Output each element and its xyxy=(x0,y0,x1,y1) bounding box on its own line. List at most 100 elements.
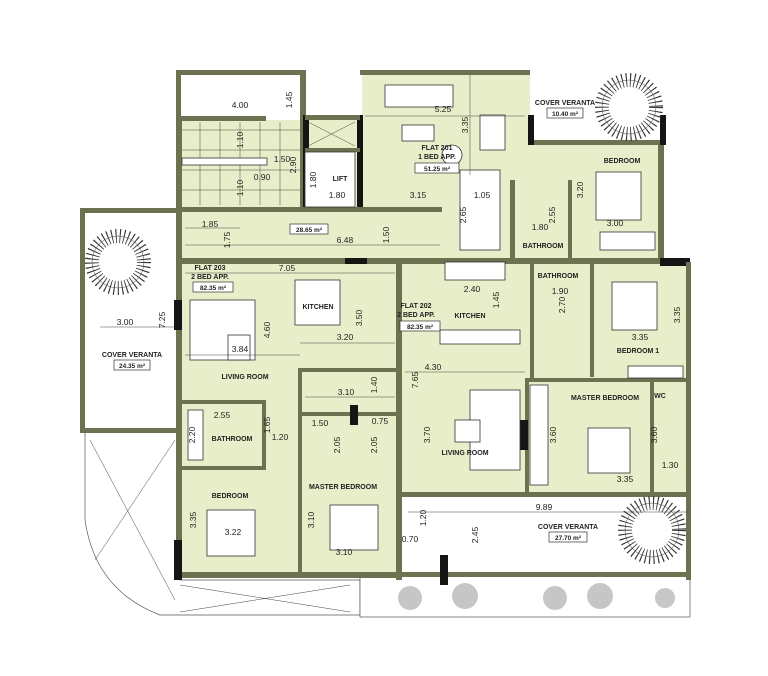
left-veranda-area: 24.35 m² xyxy=(119,363,146,370)
left-veranda-label: COVER VERANTA xyxy=(102,352,162,359)
lift-car xyxy=(304,151,356,208)
dimension-label: 1.50 xyxy=(381,226,391,243)
dimension-label: 3.00 xyxy=(607,218,624,228)
dimension-label: 2.40 xyxy=(464,284,481,294)
dimension-label: 2.55 xyxy=(547,206,557,223)
flat-201-area: 51.25 m² xyxy=(424,166,451,173)
dimension-label: 3.00 xyxy=(117,317,134,327)
dimension-label: 1.80 xyxy=(308,171,318,188)
stair-landing xyxy=(176,72,300,120)
flat-202-name: FLAT 202 xyxy=(401,303,432,310)
coffee-table xyxy=(227,334,251,361)
dimension-label: 2.55 xyxy=(214,410,231,420)
dimension-label: 7.25 xyxy=(157,311,167,328)
flat-201-name: FLAT 201 xyxy=(422,145,453,152)
kitchen-counter xyxy=(444,261,506,281)
flat-201-type: 1 BED APP. xyxy=(418,154,456,161)
flat-203-area: 82.35 m² xyxy=(200,285,227,292)
dimension-label: 3.60 xyxy=(548,426,558,443)
dimension-label: 3.20 xyxy=(575,181,585,198)
kitchen-island xyxy=(439,329,521,345)
dimension-label: 3.60 xyxy=(649,426,659,443)
dimension-label: 1.40 xyxy=(369,376,379,393)
coffee-table xyxy=(401,124,435,142)
dining-table xyxy=(479,114,506,151)
coffee-table xyxy=(454,419,481,443)
dimension-label: 1.05 xyxy=(474,190,491,200)
dimension-label: 1.10 xyxy=(235,131,245,148)
dimension-label: 3.10 xyxy=(306,511,316,528)
bed xyxy=(206,509,256,557)
f202-bedroom1-label: BEDROOM 1 xyxy=(617,348,660,355)
dimension-label: 3.22 xyxy=(225,527,242,537)
dimension-label: 3.15 xyxy=(410,190,427,200)
dimension-label: 3.10 xyxy=(338,387,355,397)
f203-bathroom-label: BATHROOM xyxy=(212,436,253,443)
dimension-label: 3.70 xyxy=(422,426,432,443)
dimension-label: 1.80 xyxy=(329,190,346,200)
dimension-label: 3.10 xyxy=(336,547,353,557)
plants xyxy=(398,583,675,610)
flat-202-type: 2 BED APP. xyxy=(397,312,435,319)
dimension-label: 2.65 xyxy=(458,206,468,223)
dimension-label: 2.05 xyxy=(369,436,379,453)
bed xyxy=(329,504,379,551)
dimension-label: 2.45 xyxy=(470,526,480,543)
dimension-label: 1.50 xyxy=(274,154,291,164)
room-labels: FLAT 201 1 BED APP. 51.25 m² FLAT 202 2 … xyxy=(102,100,666,543)
dimension-label: 3.35 xyxy=(672,306,682,323)
dimension-label: 1.30 xyxy=(662,460,679,470)
dimension-label: 1.90 xyxy=(552,286,569,296)
dimension-label: 1.45 xyxy=(284,91,294,108)
f202-master-bedroom-label: MASTER BEDROOM xyxy=(571,395,639,402)
flat-203-name: FLAT 203 xyxy=(195,265,226,272)
f203-kitchen-label: KITCHEN xyxy=(302,304,333,311)
dimension-label: 1.80 xyxy=(532,222,549,232)
dimension-lines xyxy=(100,75,690,513)
dimension-label: 1.75 xyxy=(222,231,232,248)
dimension-label: 4.30 xyxy=(425,362,442,372)
flat-203-type: 2 BED APP. xyxy=(191,274,229,281)
corridor-area: 28.65 m² xyxy=(296,227,323,234)
dimension-label: 1.85 xyxy=(202,219,219,229)
dimension-label: 5.25 xyxy=(435,104,452,114)
bottom-veranda-area: 27.70 m² xyxy=(555,535,582,542)
dimension-label: 1.45 xyxy=(491,291,501,308)
dimension-label: 3.35 xyxy=(632,332,649,342)
dimension-label: 1.50 xyxy=(312,418,329,428)
dimension-label: 3.35 xyxy=(188,511,198,528)
furniture xyxy=(181,84,684,557)
dimension-label: 1.10 xyxy=(235,179,245,196)
f202-bathroom-label: BATHROOM xyxy=(538,273,579,280)
dimension-label: 3.84 xyxy=(232,344,249,354)
f202-living-room-label: LIVING ROOM xyxy=(441,450,488,457)
dimension-label: 2.70 xyxy=(557,296,567,313)
dimension-label: 1.65 xyxy=(262,416,272,433)
wardrobe xyxy=(529,384,549,486)
f203-bedroom-label: BEDROOM xyxy=(212,493,249,500)
wardrobe xyxy=(599,231,656,251)
dining-table xyxy=(294,279,341,326)
f203-living-room-label: LIVING ROOM xyxy=(221,374,268,381)
dimension-label: 1.20 xyxy=(418,509,428,526)
dimension-label: 4.60 xyxy=(262,321,272,338)
top-veranda-area: 10.40 m² xyxy=(552,111,579,118)
bed xyxy=(611,281,658,331)
dimension-label: 3.50 xyxy=(354,309,364,326)
dimension-label: 2.05 xyxy=(332,436,342,453)
dimension-label: 0.75 xyxy=(372,416,389,426)
dimension-label: 1.20 xyxy=(272,432,289,442)
lift-label: LIFT xyxy=(333,176,348,183)
f203-master-bedroom-label: MASTER BEDROOM xyxy=(309,484,377,491)
dimension-label: 3.20 xyxy=(337,332,354,342)
bottom-veranda-label: COVER VERANTA xyxy=(538,524,598,531)
top-veranda-label: COVER VERANTA xyxy=(535,100,595,107)
dimension-label: 9.89 xyxy=(536,502,553,512)
dimension-label: 2.90 xyxy=(288,156,298,173)
dimension-label: 0.90 xyxy=(254,172,271,182)
wardrobe xyxy=(627,365,684,379)
dimension-label: 0.70 xyxy=(402,534,419,544)
dimension-label: 4.00 xyxy=(232,100,249,110)
